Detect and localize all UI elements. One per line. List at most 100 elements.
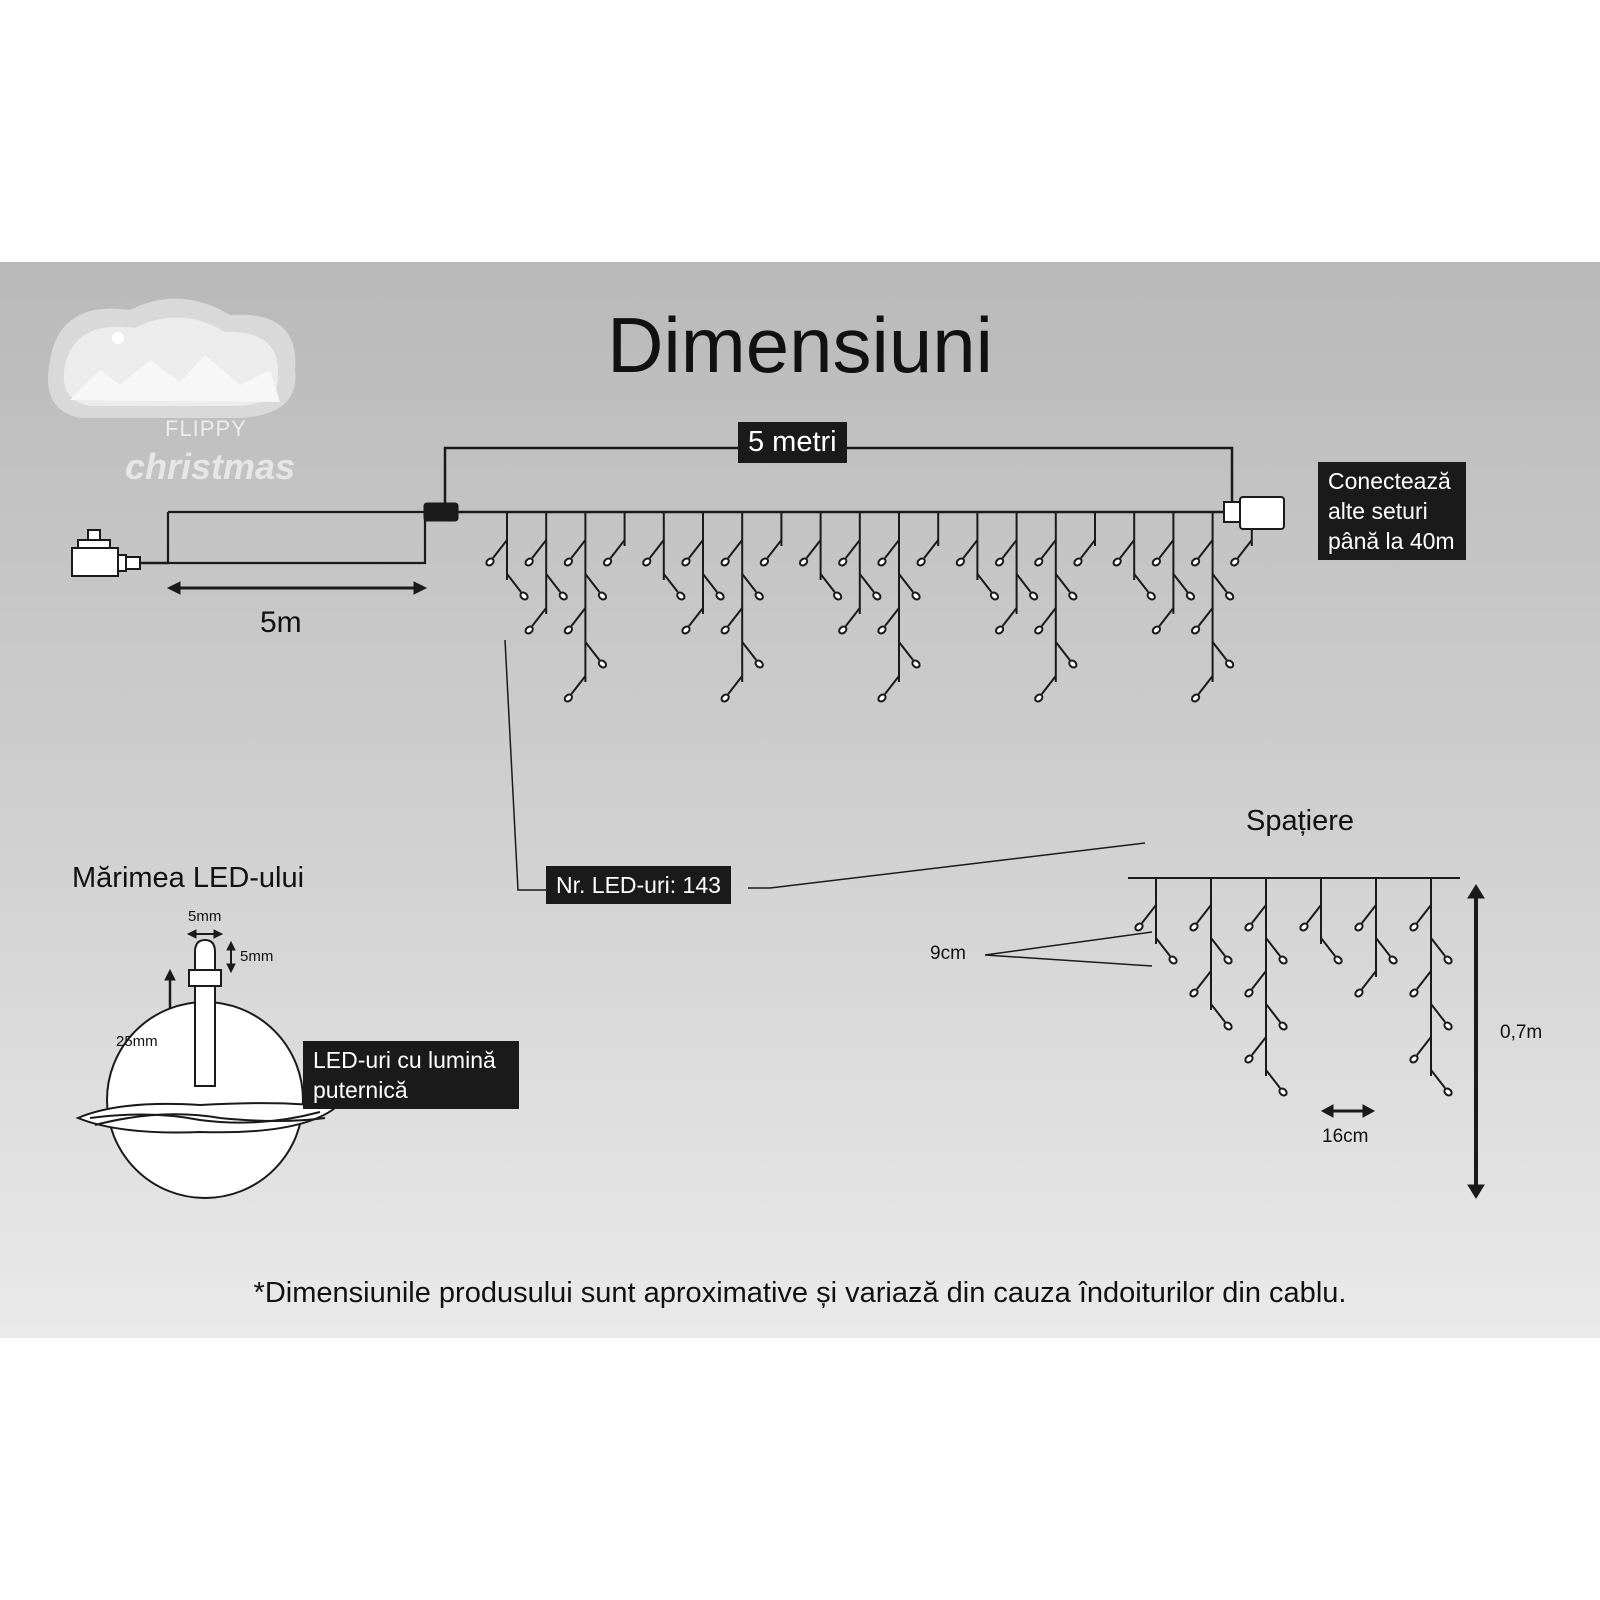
led-bulb <box>597 659 608 669</box>
led-bulb <box>1443 1021 1453 1031</box>
led-lead <box>1158 539 1175 559</box>
led-bulb <box>832 591 843 601</box>
led-lead <box>805 539 822 559</box>
led-bulb <box>1224 659 1235 669</box>
led-bulb <box>642 557 652 567</box>
lead-cable-loop <box>166 510 427 565</box>
led-bulb <box>1189 988 1199 998</box>
led-bulb <box>1190 557 1201 567</box>
led-bulb <box>602 557 613 567</box>
led-bulb <box>955 557 966 567</box>
led-lead <box>898 641 914 661</box>
led-lead <box>727 607 743 627</box>
led-bulb <box>1388 955 1398 965</box>
led-bulb <box>911 659 921 669</box>
led-lead <box>1155 937 1171 957</box>
led-lead <box>923 539 939 559</box>
led-lead <box>766 539 783 559</box>
led-bulb <box>1189 922 1199 932</box>
led-lead <box>1430 1069 1446 1089</box>
led-bulb <box>1244 988 1254 998</box>
led-bulb <box>1190 693 1201 703</box>
led-lead <box>1361 970 1377 990</box>
led-bulb <box>1151 625 1162 635</box>
led-bulb <box>1034 693 1044 703</box>
led-lead <box>492 539 508 559</box>
led-bulb <box>720 557 730 567</box>
led-bulb <box>877 625 887 635</box>
led-lead <box>609 539 626 559</box>
led-bulb <box>989 591 1000 601</box>
led-lead <box>570 539 587 559</box>
led-bulb <box>1073 557 1083 567</box>
led-bulb <box>1034 625 1044 635</box>
led-bulb <box>1333 955 1343 965</box>
led-lead <box>688 607 704 627</box>
led-lead <box>1172 573 1189 593</box>
led-lead <box>1015 573 1032 593</box>
led-bulb <box>1230 557 1240 567</box>
led-lead <box>1141 904 1157 924</box>
led-bulb <box>916 557 926 567</box>
led-lead <box>506 573 522 593</box>
led-bulb <box>1278 1021 1288 1031</box>
led-lead <box>741 641 757 661</box>
led-lead <box>1196 904 1212 924</box>
led-lead <box>1306 904 1322 924</box>
led-lead <box>1055 641 1071 661</box>
led-bulb <box>563 557 574 567</box>
plug-icon <box>423 502 459 522</box>
led-bulb <box>1134 922 1144 932</box>
led-size-heading: Mărimea LED-ului <box>72 862 305 894</box>
led-lead <box>1430 1003 1446 1023</box>
led-lead <box>1210 937 1226 957</box>
led-lead <box>688 539 704 559</box>
led-bulb <box>1168 955 1178 965</box>
led-bulb <box>994 557 1005 567</box>
led-lead <box>1416 904 1432 924</box>
spacing-horizontal-label: 16cm <box>1322 1126 1369 1147</box>
arrows <box>164 581 1485 1199</box>
end-socket-icon <box>1223 496 1285 530</box>
led-lead <box>1416 970 1432 990</box>
led-lead <box>976 573 993 593</box>
led-bulb-icon <box>75 938 338 1199</box>
spacing-height-label: 0,7m <box>1500 1022 1543 1043</box>
led-lead <box>1375 937 1391 957</box>
led-bulb <box>1068 591 1078 601</box>
led-description-label: LED-uri cu lumină puternică <box>303 1041 519 1109</box>
led-lead <box>663 573 679 593</box>
led-lead <box>884 675 900 695</box>
logo-text-flippy: FLIPPY <box>165 416 247 441</box>
led-stem-label: 25mm <box>116 1033 158 1050</box>
footnote: *Dimensiunile produsului sunt aproximati… <box>253 1277 1347 1309</box>
led-lead <box>1320 937 1336 957</box>
led-lead <box>1416 1036 1432 1056</box>
led-lead <box>570 675 587 695</box>
led-lead <box>962 539 979 559</box>
led-lead <box>1237 539 1253 559</box>
led-lead <box>1197 607 1214 627</box>
logo-text-christmas: christmas <box>125 446 296 487</box>
led-height-label: 5mm <box>240 948 274 965</box>
led-lead <box>531 539 547 559</box>
led-bulb <box>1185 591 1196 601</box>
led-bulb <box>798 557 809 567</box>
led-lead <box>1361 904 1377 924</box>
led-bulb <box>911 591 921 601</box>
led-bulb <box>759 557 770 567</box>
led-lead <box>1197 539 1214 559</box>
led-lead <box>845 539 861 559</box>
led-bulb <box>1409 922 1419 932</box>
led-lead <box>1055 573 1071 593</box>
led-lead <box>1133 573 1149 593</box>
led-lead <box>1251 904 1267 924</box>
led-bulb <box>754 659 764 669</box>
led-lead <box>531 607 547 627</box>
led-bulb <box>1190 625 1201 635</box>
led-lead <box>845 607 861 627</box>
led-bulb <box>676 591 686 601</box>
led-lead <box>1196 970 1212 990</box>
led-bulb <box>1034 557 1044 567</box>
spacing-9cm-leader <box>984 931 1153 967</box>
